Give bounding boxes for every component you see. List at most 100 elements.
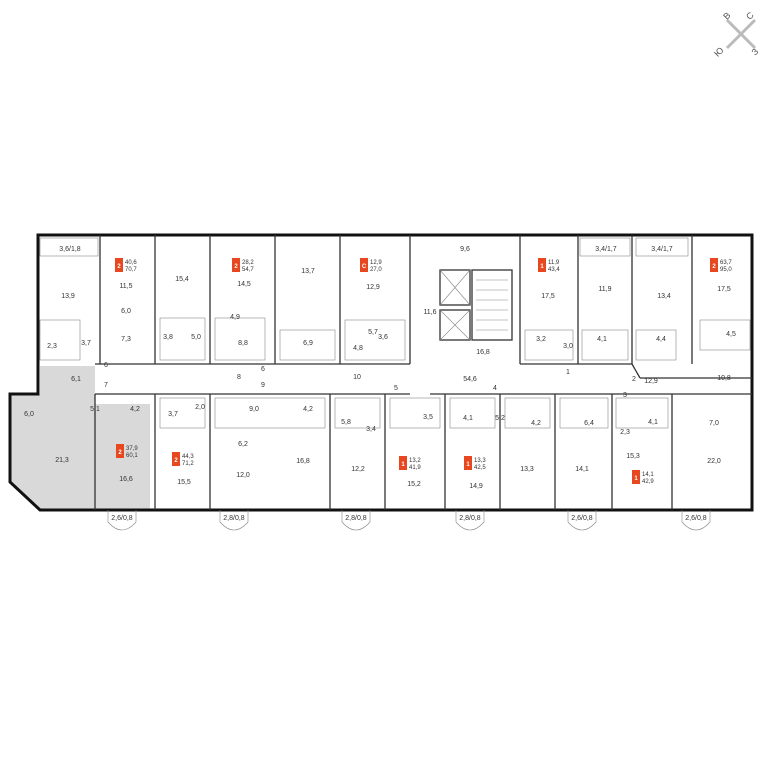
apartment-badge: 2 37,9 60,1 [116, 444, 138, 459]
room-label: 9,0 [249, 406, 259, 413]
room-label: 7,0 [709, 420, 719, 427]
room-label: 12,2 [351, 466, 365, 473]
room-label: 16,8 [296, 458, 310, 465]
room-label: 4,4 [656, 336, 666, 343]
svg-text:13,2: 13,2 [409, 458, 421, 464]
svg-text:13,3: 13,3 [474, 458, 486, 464]
svg-text:1: 1 [466, 462, 470, 468]
svg-text:27,0: 27,0 [370, 267, 382, 273]
door-number: 2 [632, 376, 636, 383]
room-labels: 3,6/1,8 9,6 3,4/1,7 3,4/1,7 13,9 11,5 15… [24, 246, 736, 490]
room-label: 14,5 [237, 281, 251, 288]
room-label: 4,1 [463, 415, 473, 422]
svg-text:54,7: 54,7 [242, 267, 254, 273]
apartment-badge: 2 63,7 95,0 [710, 258, 732, 273]
apartment-badge: 1 13,3 42,5 [464, 456, 486, 471]
svg-text:2: 2 [234, 264, 238, 270]
room-label: 7,3 [121, 336, 131, 343]
room-label: 21,3 [55, 457, 69, 464]
balcony-label: 2,8/0,8 [459, 515, 481, 522]
svg-text:С: С [362, 264, 367, 270]
svg-text:43,4: 43,4 [548, 267, 560, 273]
room-label: 3,0 [563, 343, 573, 350]
door-number: 6 [261, 366, 265, 373]
svg-text:60,1: 60,1 [126, 453, 138, 459]
svg-text:11,9: 11,9 [548, 260, 560, 266]
door-number: 4 [493, 385, 497, 392]
door-number: 10 [353, 374, 361, 381]
room-label: 3,6/1,8 [59, 246, 81, 253]
apartment-badge: 2 44,3 71,2 [172, 452, 194, 467]
compass-rose: С В Ю З [712, 10, 760, 59]
door-number: 9 [261, 382, 265, 389]
room-label: 6,0 [24, 411, 34, 418]
room-label: 3,8 [163, 334, 173, 341]
room-label: 6,0 [121, 308, 131, 315]
room-label: 3,4/1,7 [651, 246, 673, 253]
balcony-label: 2,6/0,8 [685, 515, 707, 522]
room-label: 4,1 [648, 419, 658, 426]
room-label: 54,6 [463, 376, 477, 383]
room-label: 12,9 [366, 284, 380, 291]
svg-text:2: 2 [712, 264, 716, 270]
room-label: 15,5 [177, 479, 191, 486]
svg-text:2: 2 [117, 264, 121, 270]
svg-text:37,9: 37,9 [126, 446, 138, 452]
balcony-label: 2,8/0,8 [223, 515, 245, 522]
room-label: 15,3 [626, 453, 640, 460]
svg-text:12,9: 12,9 [370, 260, 382, 266]
svg-text:2: 2 [174, 458, 178, 464]
room-label: 5,0 [191, 334, 201, 341]
svg-text:42,5: 42,5 [474, 465, 486, 471]
room-label: 2,3 [47, 343, 57, 350]
svg-text:71,2: 71,2 [182, 461, 194, 467]
room-label: 5,7 [368, 329, 378, 336]
apartment-badge: 2 28,2 54,7 [232, 258, 254, 273]
room-label: 12,9 [644, 378, 658, 385]
balcony-label: 2,6/0,8 [111, 515, 133, 522]
room-label: 4,8 [353, 345, 363, 352]
door-number: 3 [623, 392, 627, 399]
svg-text:28,2: 28,2 [242, 260, 254, 266]
corridor-numbers: 6 7 8 9 6 10 5 4 1 2 3 [104, 362, 636, 399]
apartment-badges: 2 40,6 70,7 2 28,2 54,7 С 12,9 27,0 1 11… [115, 258, 732, 485]
balcony-label: 2,8/0,8 [345, 515, 367, 522]
room-label: 5,8 [341, 419, 351, 426]
room-label: 16,8 [476, 349, 490, 356]
door-number: 6 [104, 362, 108, 369]
door-number: 5 [394, 385, 398, 392]
room-label: 4,2 [303, 406, 313, 413]
room-label: 2,3 [620, 429, 630, 436]
room-label: 3,4 [366, 426, 376, 433]
svg-text:95,0: 95,0 [720, 267, 732, 273]
apartment-badge: 1 11,9 43,4 [538, 258, 560, 273]
stair-area [40, 366, 95, 396]
svg-text:44,3: 44,3 [182, 454, 194, 460]
apartment-badge: 1 13,2 41,9 [399, 456, 421, 471]
room-label: 8,8 [238, 340, 248, 347]
compass-east: В [721, 10, 732, 21]
apartment-badge: 2 40,6 70,7 [115, 258, 137, 273]
svg-text:1: 1 [401, 462, 405, 468]
building-walls [8, 233, 754, 512]
bottom-balconies: 2,6/0,8 2,8/0,8 2,8/0,8 2,8/0,8 2,6/0,8 … [107, 510, 711, 531]
room-label: 14,9 [469, 483, 483, 490]
door-number: 8 [237, 374, 241, 381]
room-label: 4,5 [726, 331, 736, 338]
room-label: 3,4/1,7 [595, 246, 617, 253]
room-label: 5,1 [90, 406, 100, 413]
room-label: 4,1 [597, 336, 607, 343]
compass-south: Ю [712, 45, 726, 59]
svg-text:70,7: 70,7 [125, 267, 137, 273]
room-label: 6,1 [71, 376, 81, 383]
svg-text:42,9: 42,9 [642, 479, 654, 485]
room-label: 4,2 [130, 406, 140, 413]
room-label: 13,4 [657, 293, 671, 300]
room-label: 11,9 [598, 286, 611, 293]
svg-text:63,7: 63,7 [720, 260, 732, 266]
door-number: 1 [566, 369, 570, 376]
room-label: 14,1 [575, 466, 589, 473]
room-label: 6,9 [303, 340, 313, 347]
room-label: 9,6 [460, 246, 470, 253]
